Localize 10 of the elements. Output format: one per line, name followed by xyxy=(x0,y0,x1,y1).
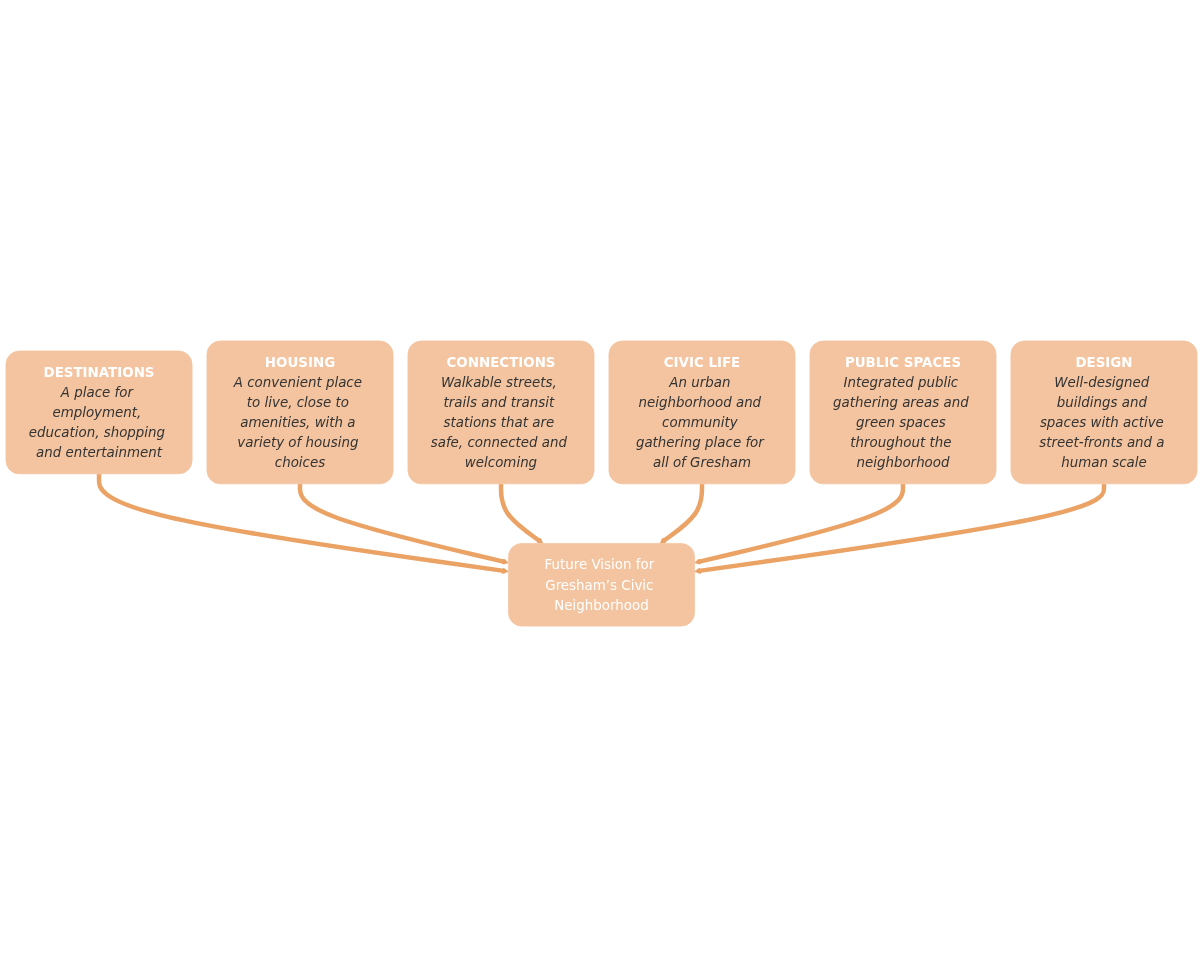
node-box: PUBLIC SPACES Integrated public gathering areas and green spaces throughout the neighborhood xyxy=(809,340,997,485)
node-box: Future Vision for Gresham’s Civic Neighborhood xyxy=(508,543,695,627)
node-box: DESIGN Well-designed buildings and spaces with active street-fronts and a human scale xyxy=(1010,340,1198,485)
node-box: DESTINATIONS A place for employment, education, shopping and entertainment xyxy=(5,350,193,475)
arrow xyxy=(96,473,509,574)
node-box: CONNECTIONS Walkable streets, trails and transit stations that are safe, connected and welcoming xyxy=(407,340,595,485)
node-box: HOUSING A convenient place to live, close to amenities, with a variety of housing choices xyxy=(206,340,394,485)
node-box: CIVIC LIFE An urban neighborhood and community gathering place for all of Gresham xyxy=(608,340,796,485)
arrow xyxy=(498,483,544,544)
arrow xyxy=(659,483,705,544)
